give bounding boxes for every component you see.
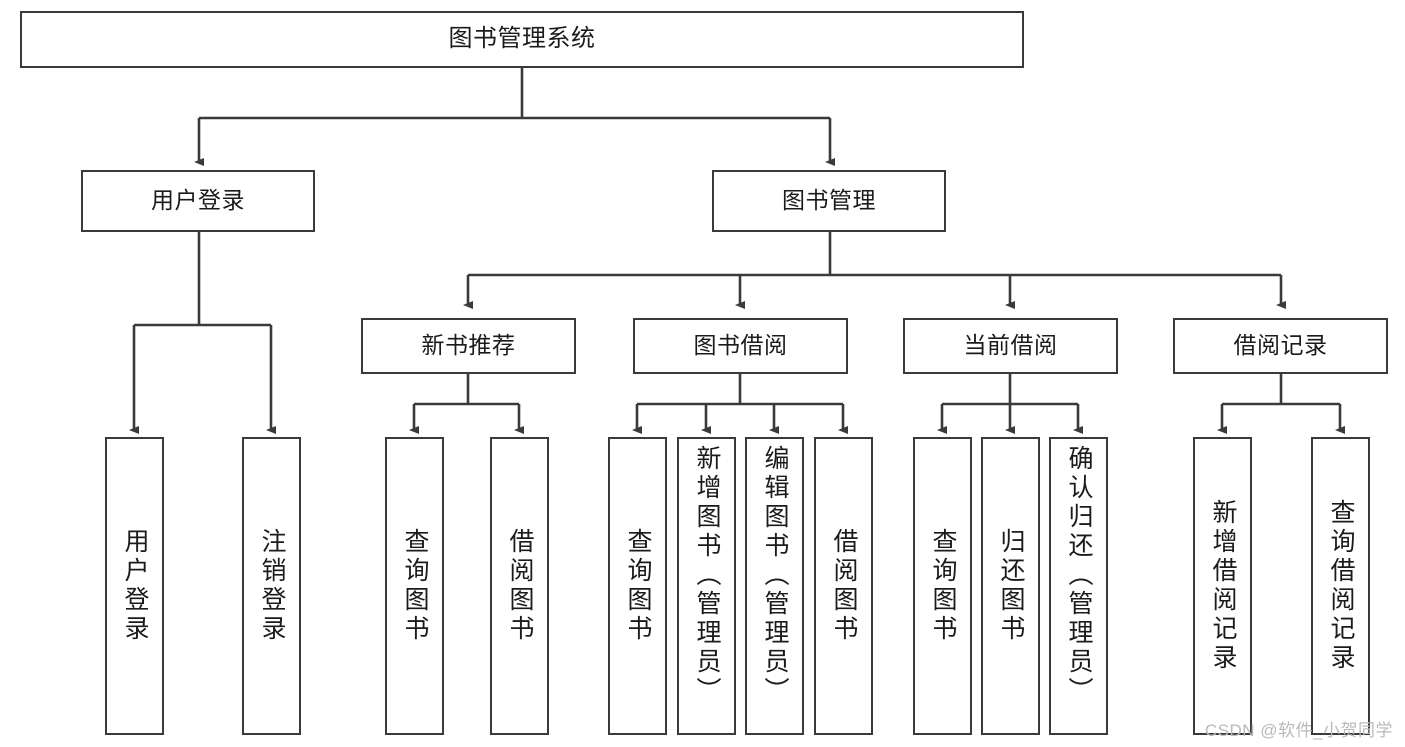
leaf-query-record-label: 查询借阅记录 [1327, 499, 1355, 673]
leaf-return-book-label: 归还图书 [997, 528, 1025, 644]
node-current-borrow-label: 当前借阅 [963, 332, 1058, 359]
leaf-logout-login-label: 注销登录 [258, 528, 286, 644]
leaf-query-book-2-label: 查询图书 [624, 528, 652, 644]
leaf-return-book[interactable]: 归还图书 [981, 437, 1040, 735]
node-new-book-recommend[interactable]: 新书推荐 [361, 318, 576, 374]
node-borrow-record-label: 借阅记录 [1233, 332, 1328, 359]
leaf-add-book[interactable]: 新增图书（管理员） [677, 437, 736, 735]
leaf-add-book-label: 新增图书（管理员） [693, 445, 721, 706]
leaf-confirm-return[interactable]: 确认归还（管理员） [1049, 437, 1108, 735]
leaf-confirm-return-label: 确认归还（管理员） [1065, 445, 1093, 706]
leaf-user-login[interactable]: 用户登录 [105, 437, 164, 735]
leaf-borrow-book-2-label: 借阅图书 [830, 528, 858, 644]
node-book-borrow-label: 图书借阅 [693, 332, 788, 359]
leaf-query-record[interactable]: 查询借阅记录 [1311, 437, 1370, 735]
node-book-management-label: 图书管理 [782, 187, 876, 214]
leaf-edit-book[interactable]: 编辑图书（管理员） [745, 437, 804, 735]
node-new-book-recommend-label: 新书推荐 [421, 332, 516, 359]
leaf-query-book-3[interactable]: 查询图书 [913, 437, 972, 735]
node-current-borrow[interactable]: 当前借阅 [903, 318, 1118, 374]
node-root-label: 图书管理系统 [448, 25, 596, 53]
leaf-borrow-book-1-label: 借阅图书 [506, 528, 534, 644]
leaf-add-record-label: 新增借阅记录 [1209, 499, 1237, 673]
leaf-query-book-3-label: 查询图书 [929, 528, 957, 644]
node-borrow-record[interactable]: 借阅记录 [1173, 318, 1388, 374]
node-book-borrow[interactable]: 图书借阅 [633, 318, 848, 374]
leaf-query-book-1[interactable]: 查询图书 [385, 437, 444, 735]
watermark-text: CSDN @软件_小贺同学 [1204, 721, 1393, 740]
leaf-user-login-label: 用户登录 [121, 528, 149, 644]
node-root[interactable]: 图书管理系统 [20, 11, 1024, 68]
leaf-add-record[interactable]: 新增借阅记录 [1193, 437, 1252, 735]
node-book-management[interactable]: 图书管理 [712, 170, 946, 232]
node-user-login-label: 用户登录 [151, 187, 245, 214]
leaf-logout-login[interactable]: 注销登录 [242, 437, 301, 735]
leaf-query-book-2[interactable]: 查询图书 [608, 437, 667, 735]
leaf-borrow-book-1[interactable]: 借阅图书 [490, 437, 549, 735]
node-user-login[interactable]: 用户登录 [81, 170, 315, 232]
leaf-query-book-1-label: 查询图书 [401, 528, 429, 644]
leaf-edit-book-label: 编辑图书（管理员） [761, 445, 789, 706]
leaf-borrow-book-2[interactable]: 借阅图书 [814, 437, 873, 735]
